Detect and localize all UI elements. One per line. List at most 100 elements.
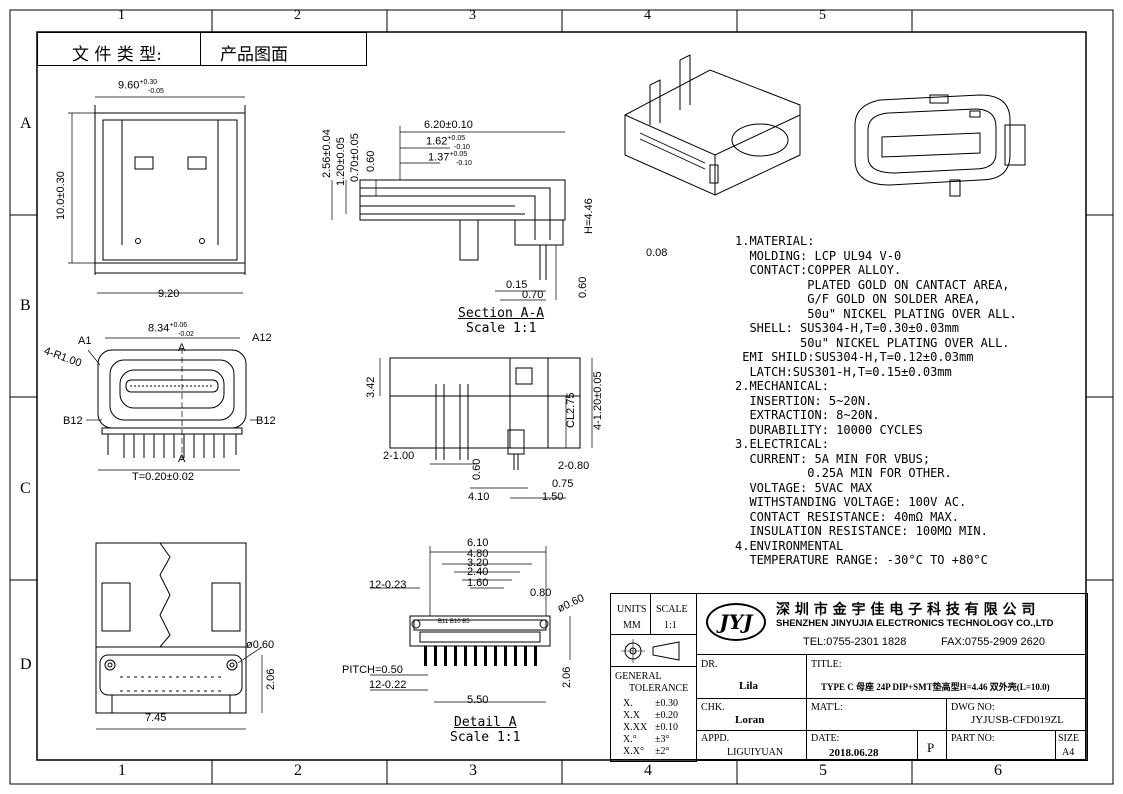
spec-line-10: LATCH:SUS301-H,T=0.15±0.03mm xyxy=(735,364,952,379)
det-p12-022: 12-0.22 xyxy=(369,679,407,691)
title-label: TITLE: xyxy=(811,659,842,670)
spec-line-21: INSULATION RESISTANCE: 100MΩ MIN. xyxy=(735,524,988,538)
sec-v2: 1.20±0.05 xyxy=(335,137,347,186)
detail-scale: Scale 1:1 xyxy=(450,730,521,745)
det-pitch: PITCH=0.50 xyxy=(342,664,403,676)
doc-type-value: 产品图面 xyxy=(220,45,288,65)
col-label-2: 2 xyxy=(294,762,302,779)
spec-line-17: 0.25A MIN FOR OTHER. xyxy=(735,466,952,480)
col-label-6: 6 xyxy=(994,762,1002,779)
dwg-value: JYJUSB-CFD019ZL xyxy=(971,714,1064,726)
sec-d2-minus: -0.10 xyxy=(454,144,470,151)
row-label-d: D xyxy=(20,656,32,673)
spec-line-9: EMI SHILD:SUS304-H,T=0.12±0.03mm xyxy=(735,350,974,364)
spec-line-7: SHELL: SUS304-H,T=0.30±0.03mm xyxy=(735,321,959,335)
sec-d2: 1.62+0.05 xyxy=(426,135,466,148)
scale-value: 1:1 xyxy=(664,620,677,631)
tol-5-k: X.X° xyxy=(623,746,644,757)
top-view-drawing xyxy=(68,96,246,294)
tv-width-top: 9.60+0.30 xyxy=(118,79,158,92)
col-label-top-3: 3 xyxy=(469,8,476,23)
company-tel: TEL:0755-2301 1828 xyxy=(803,636,907,648)
chk-value: Loran xyxy=(735,714,765,726)
sec-b2: 0.70 xyxy=(522,289,544,301)
fv-a12: A12 xyxy=(252,332,272,344)
dwg-label: DWG NO: xyxy=(951,702,995,713)
company-fax: FAX:0755-2909 2620 xyxy=(941,636,1045,648)
col-label-5: 5 xyxy=(819,762,827,779)
det-w160: 1.60 xyxy=(467,577,489,589)
appd-value: LIGUIYUAN xyxy=(727,747,784,758)
spec-line-4: PLATED GOLD ON CANTACT AREA, xyxy=(735,277,1010,292)
section-scale: Scale 1:1 xyxy=(466,321,537,336)
det-w240: 2.40 xyxy=(467,566,489,578)
det-p12-023: 12-0.23 xyxy=(369,579,407,591)
title-value: TYPE C 母座 24P DIP+SMT垫高型H=4.46 双外壳(L=10.… xyxy=(821,682,1050,692)
fv-b12-left: B12 xyxy=(63,415,83,427)
fv-width-minus: -0.02 xyxy=(178,331,194,338)
spec-line-2: MOLDING: LCP UL94 V-0 xyxy=(735,248,902,263)
tol-2-v: ±0.20 xyxy=(655,710,678,721)
det-w610: 6.10 xyxy=(467,537,489,549)
sec-b3: 0.60 xyxy=(577,276,589,298)
doc-type-label: 文 件 类 型: xyxy=(72,45,162,65)
spec-line-14: DURABILITY: 10000 CYCLES xyxy=(735,422,923,437)
spec-line-11: 2.MECHANICAL: xyxy=(735,379,829,393)
sec-v4: 0.60 xyxy=(365,150,377,172)
side-d2-080: 2-0.80 xyxy=(558,460,590,472)
dr-label: DR. xyxy=(701,659,718,670)
spec-line-23: TEMPERATURE RANGE: -30°C TO +80°C xyxy=(735,553,988,567)
bottom-view-drawing xyxy=(95,542,263,730)
spec-line-3: CONTACT:COPPER ALLOY. xyxy=(735,263,902,277)
tol-5-v: ±2° xyxy=(655,746,670,757)
tol-3-v: ±0.10 xyxy=(655,722,678,733)
scale-label: SCALE xyxy=(656,604,688,615)
spec-line-18: VOLTAGE: 5VAC MAX xyxy=(735,480,873,495)
spec-line-22: 4.ENVIRONMENTAL xyxy=(735,538,844,553)
size-label: SIZE xyxy=(1058,733,1080,744)
col-label-top-1: 1 xyxy=(118,8,125,23)
tol-1-v: ±0.30 xyxy=(655,698,678,709)
spec-line-19: WITHSTANDING VOLTAGE: 100V AC. xyxy=(735,495,967,509)
projection-symbol-icon xyxy=(621,639,680,663)
fv-thickness: T=0.20±0.02 xyxy=(132,471,194,483)
units-label: UNITS xyxy=(617,604,647,615)
col-label-top-5: 5 xyxy=(819,8,826,23)
bv-dia: ø0.60 xyxy=(246,639,275,651)
row-label-b: B xyxy=(20,297,31,314)
company-name-cn: 深 圳 市 金 宇 佳 电 子 科 技 有 限 公 司 xyxy=(776,602,1036,618)
bv-width: 7.45 xyxy=(145,712,167,724)
gen-tol-1: GENERAL xyxy=(615,671,662,682)
tol-2-k: X.X xyxy=(623,710,640,721)
tol-3-k: X.XX xyxy=(623,722,648,733)
part-label: PART NO: xyxy=(951,733,995,744)
section-aa-drawing xyxy=(331,126,566,301)
units-value: MM xyxy=(623,620,641,631)
sec-d3: 1.37+0.05 xyxy=(428,151,468,164)
p-label: P xyxy=(927,740,935,755)
det-w550: 5.50 xyxy=(467,694,489,706)
bv-height: 2.06 xyxy=(265,668,277,690)
tol-4-v: ±3° xyxy=(655,734,670,745)
side-d060: 0.60 xyxy=(471,458,483,480)
isometric-views xyxy=(624,54,1026,197)
company-name-en: SHENZHEN JINYUJIA ELECTRONICS TECHNOLOGY… xyxy=(776,618,1054,629)
col-label-3: 3 xyxy=(469,762,477,779)
det-pin-labels: B11 B10 B5 xyxy=(438,619,470,625)
tv-width-bottom: 9.20 xyxy=(158,288,180,300)
chk-label: CHK. xyxy=(701,702,725,713)
side-d2-100: 2-1.00 xyxy=(383,450,415,462)
spec-line-6: 50u" NICKEL PLATING OVER ALL. xyxy=(735,306,1017,321)
sec-d3-minus: -0.10 xyxy=(456,160,472,167)
spec-line-8: 50u" NICKEL PLATING OVER ALL. xyxy=(735,335,1010,350)
tv-height: 10.0±0.30 xyxy=(55,171,67,220)
side-d150: 1.50 xyxy=(542,491,564,503)
col-label-top-2: 2 xyxy=(294,8,301,23)
spec-line-1: 1.MATERIAL: xyxy=(735,234,815,248)
company-logo: JYJ xyxy=(706,603,766,641)
sec-b1: 0.15 xyxy=(506,279,528,291)
date-label: DATE: xyxy=(811,733,840,744)
col-label-top-4: 4 xyxy=(644,8,651,23)
sec-d1: 6.20±0.10 xyxy=(424,119,473,131)
